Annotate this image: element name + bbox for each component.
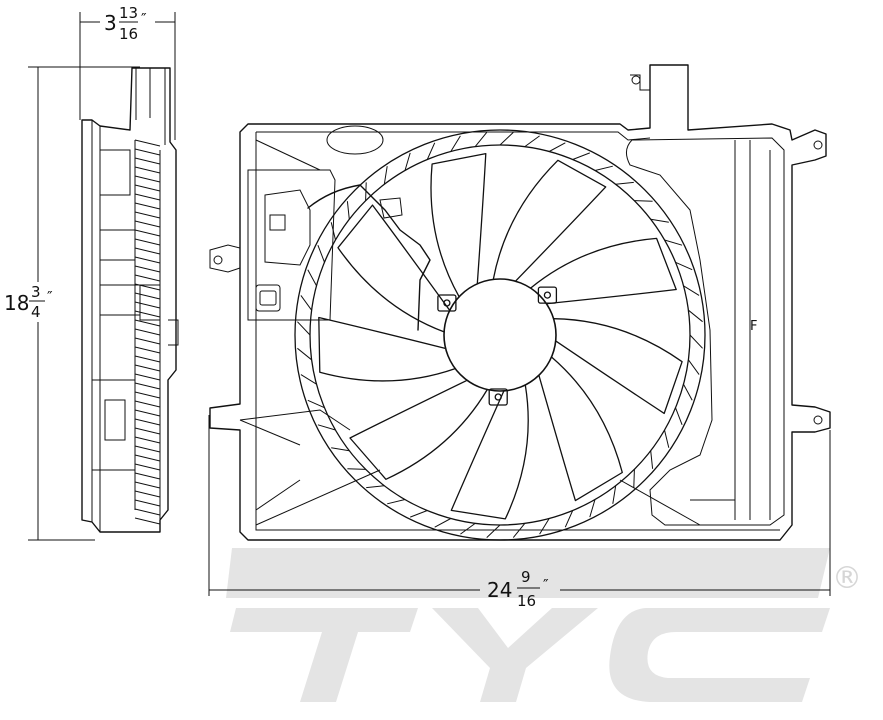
depth-numerator: 13 <box>119 4 138 22</box>
side-fin <box>134 355 161 363</box>
side-fin <box>134 418 161 426</box>
hub-clip <box>488 388 508 406</box>
front-view: F <box>209 64 831 541</box>
side-fin <box>134 148 161 156</box>
side-fin <box>134 139 161 147</box>
fan-blade <box>538 356 623 502</box>
side-fin <box>134 229 161 237</box>
fan-blade <box>530 237 677 305</box>
side-fin <box>134 472 161 480</box>
side-fin <box>134 202 161 210</box>
side-view <box>81 67 179 533</box>
side-fin <box>134 301 161 309</box>
side-fin <box>134 391 161 399</box>
side-fin <box>134 310 161 318</box>
side-fin <box>134 166 161 174</box>
side-fin <box>134 211 161 219</box>
width-denominator: 16 <box>517 592 536 610</box>
depth-whole: 3 <box>104 11 117 35</box>
fan-blades <box>294 129 706 541</box>
fan-blade <box>430 152 487 298</box>
side-fin <box>134 175 161 183</box>
side-fin <box>134 220 161 228</box>
fan-blade <box>337 204 451 333</box>
hub-clip-hole <box>443 299 451 307</box>
side-fin <box>134 274 161 282</box>
height-whole: 18 <box>4 291 29 315</box>
depth-unit: ″ <box>141 10 147 28</box>
side-fin <box>134 256 161 264</box>
fan-ring-outer <box>294 129 706 541</box>
fan-hub <box>443 278 557 392</box>
side-fin <box>134 499 161 507</box>
tyc-watermark: ® <box>226 548 862 702</box>
height-unit: ″ <box>47 288 53 306</box>
fan-ring-teeth <box>297 132 703 538</box>
height-dimension: 18 3 4 ″ <box>4 66 140 541</box>
side-fin <box>134 463 161 471</box>
width-dimension: 24 9 16 ″ <box>208 415 831 610</box>
hub-clip <box>537 286 558 304</box>
side-fin <box>134 238 161 246</box>
width-whole: 24 <box>487 578 512 602</box>
side-fin <box>134 364 161 372</box>
side-fin <box>134 490 161 498</box>
fan-blade <box>349 379 488 480</box>
fan-blade <box>318 316 456 382</box>
side-fin <box>134 247 161 255</box>
side-fin <box>134 184 161 192</box>
hub-clip-hole <box>494 393 502 401</box>
side-fin <box>134 346 161 354</box>
width-numerator: 9 <box>521 568 531 586</box>
side-fin <box>134 337 161 345</box>
width-unit: ″ <box>543 576 549 594</box>
hub-clip-hole <box>543 291 552 299</box>
side-fin <box>134 508 161 516</box>
side-fin <box>134 427 161 435</box>
side-fin <box>134 373 161 381</box>
hub-clip <box>437 294 457 312</box>
fan-blade <box>450 384 529 520</box>
side-fin <box>134 193 161 201</box>
side-fin <box>134 292 161 300</box>
fan-blade <box>553 318 683 415</box>
side-fin <box>134 157 161 165</box>
side-fin <box>134 382 161 390</box>
side-fin <box>134 454 161 462</box>
side-fin <box>134 481 161 489</box>
depth-dimension: 3 13 16 ″ <box>79 4 176 140</box>
side-view-fins <box>134 139 161 525</box>
registered-mark: ® <box>832 561 862 596</box>
side-fin <box>134 445 161 453</box>
side-fin <box>134 328 161 336</box>
side-fin <box>134 517 161 525</box>
height-denominator: 4 <box>31 303 41 321</box>
filter-mark-label: F <box>750 319 757 334</box>
side-fin <box>134 265 161 273</box>
fan-blade <box>492 159 607 282</box>
side-fin <box>134 400 161 408</box>
height-numerator: 3 <box>31 283 41 301</box>
depth-denominator: 16 <box>119 25 138 43</box>
side-fin <box>134 319 161 327</box>
side-fin <box>134 436 161 444</box>
side-fin <box>134 409 161 417</box>
